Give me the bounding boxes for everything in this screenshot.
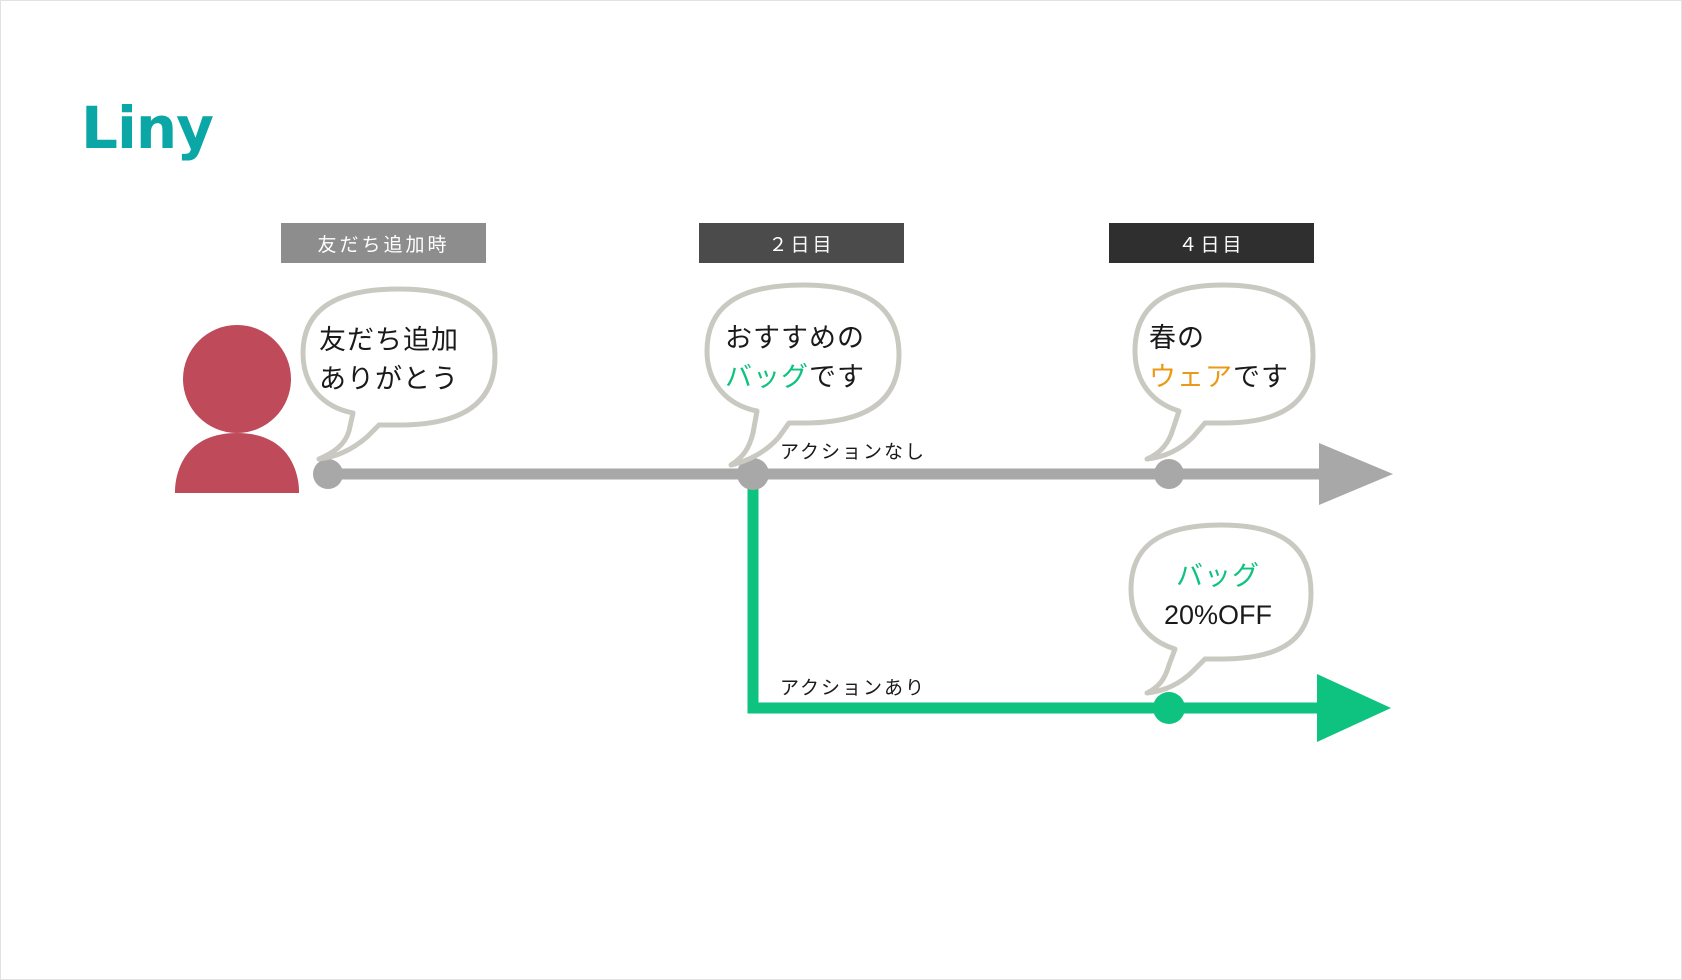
branch-label-no-action: アクションなし xyxy=(780,441,927,463)
speech-bubble-recommend xyxy=(704,282,902,468)
timeline-node-branch[interactable] xyxy=(1153,692,1185,724)
arrow-right-icon xyxy=(1317,674,1391,742)
bubble-text-welcome: 友だち追加 ありがとう xyxy=(319,325,459,396)
liny-logo: Liny xyxy=(81,94,214,162)
stage-chip-0[interactable]: 友だち追加時 xyxy=(281,223,486,263)
timeline-branch-track xyxy=(747,474,1391,742)
person-icon xyxy=(175,325,299,493)
bubble-text-recommend: おすすめの バッグです xyxy=(725,323,865,394)
timeline-node-3[interactable] xyxy=(1154,459,1184,489)
timeline-node-1[interactable] xyxy=(313,459,343,489)
timeline-node-2[interactable] xyxy=(737,458,769,490)
stage-chip-2[interactable]: ４日目 xyxy=(1109,223,1314,263)
arrow-right-icon xyxy=(1319,443,1393,505)
stage-chip-1[interactable]: ２日目 xyxy=(699,223,904,263)
speech-bubble-spring xyxy=(1132,282,1316,462)
speech-bubble-discount xyxy=(1128,522,1314,696)
bubble-text-discount: バッグ 20%OFF xyxy=(1164,561,1273,631)
speech-bubble-welcome xyxy=(300,286,498,462)
bubble-text-spring: 春の ウェアです xyxy=(1149,323,1289,394)
branch-label-has-action: アクションあり xyxy=(780,677,927,699)
